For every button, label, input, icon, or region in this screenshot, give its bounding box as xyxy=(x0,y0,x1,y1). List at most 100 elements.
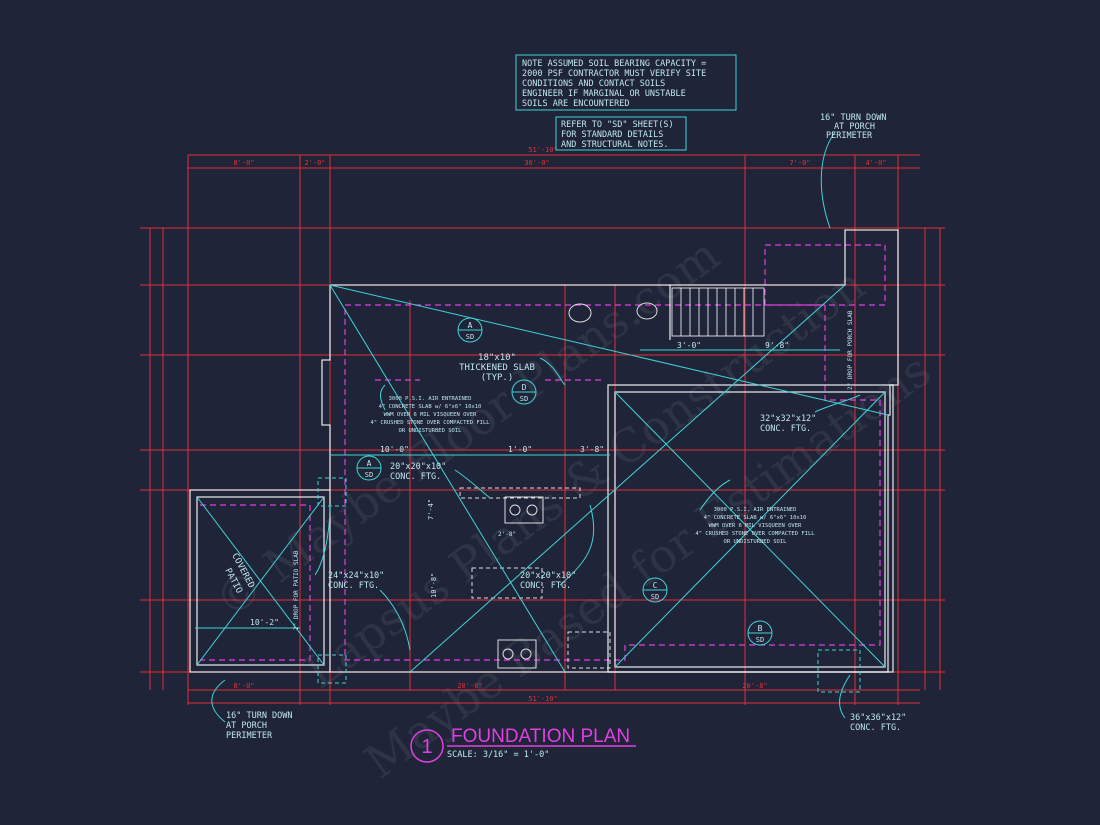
svg-text:AT PORCH: AT PORCH xyxy=(834,122,875,132)
drop-porch-label: 2" DROP FOR PORCH SLAB xyxy=(847,310,854,390)
section-marker-b: B SD xyxy=(747,620,773,646)
svg-text:PERIMETER: PERIMETER xyxy=(226,731,273,741)
svg-text:4" CONCRETE SLAB w/ 6"x6" 10x1: 4" CONCRETE SLAB w/ 6"x6" 10x10 xyxy=(379,404,482,410)
svg-text:SD: SD xyxy=(365,471,373,479)
dim-top-overall: 51'-10" xyxy=(528,146,558,154)
svg-text:2000 PSF CONTRACTOR MUST VERIF: 2000 PSF CONTRACTOR MUST VERIFY SITE xyxy=(522,69,706,79)
svg-text:ENGINEER IF MARGINAL OR UNSTAB: ENGINEER IF MARGINAL OR UNSTABLE xyxy=(522,89,686,99)
svg-text:2'-8": 2'-8" xyxy=(498,531,516,538)
walls xyxy=(189,229,899,673)
svg-text:FOR STANDARD DETAILS: FOR STANDARD DETAILS xyxy=(561,130,663,140)
section-marker-a1: A SD xyxy=(457,317,483,343)
svg-text:1'-0": 1'-0" xyxy=(508,445,532,454)
interior-dims: 10'-0" 1'-0" 3'-8" 3'-0" 9'-8" 10'-2" 7'… xyxy=(250,341,789,627)
svg-text:3'-0": 3'-0" xyxy=(677,341,701,350)
svg-text:24"x24"x10": 24"x24"x10" xyxy=(328,571,384,581)
footing-pads xyxy=(317,477,861,693)
svg-text:3000 P.S.I. AIR ENTRAINED: 3000 P.S.I. AIR ENTRAINED xyxy=(714,507,797,513)
svg-text:CONC. FTG.: CONC. FTG. xyxy=(390,472,441,482)
dim-top-5: 4'-0" xyxy=(865,159,886,167)
svg-text:SOILS ARE ENCOUNTERED: SOILS ARE ENCOUNTERED xyxy=(522,99,629,109)
svg-text:32"x32"x12": 32"x32"x12" xyxy=(760,414,816,424)
dim-top-2: 2'-0" xyxy=(304,159,325,167)
stair xyxy=(671,287,765,337)
callout-thickened-slab: 18"x10" THICKENED SLAB (TYP.) xyxy=(459,353,535,383)
callout-ftg-32: 32"x32"x12" CONC. FTG. xyxy=(760,414,816,434)
dim-bottom-2: 20'-8" xyxy=(457,682,482,690)
svg-text:4" CRUSHED STONE OVER COMPACTE: 4" CRUSHED STONE OVER COMPACTED FILL xyxy=(370,420,490,426)
scale-label: SCALE: 3/16" = 1'-0" xyxy=(447,750,549,760)
svg-text:36"x36"x12": 36"x36"x12" xyxy=(850,713,906,723)
svg-text:AND STRUCTURAL NOTES.: AND STRUCTURAL NOTES. xyxy=(561,140,668,150)
svg-text:CONC. FTG.: CONC. FTG. xyxy=(328,581,379,591)
title-number: 1 xyxy=(421,736,432,758)
soil-note: NOTE ASSUMED SOIL BEARING CAPACITY = 200… xyxy=(515,54,737,111)
dim-top-3: 36'-0" xyxy=(524,159,549,167)
svg-text:WWM OVER 6 MIL VISQUEEN OVER: WWM OVER 6 MIL VISQUEEN OVER xyxy=(384,412,477,418)
callout-ftg-36: 36"x36"x12" CONC. FTG. xyxy=(850,713,906,733)
svg-text:CONC. FTG.: CONC. FTG. xyxy=(850,723,901,733)
svg-text:4" CONCRETE SLAB w/ 6"x6" 10x1: 4" CONCRETE SLAB w/ 6"x6" 10x10 xyxy=(704,515,807,521)
sink-icon xyxy=(636,302,658,320)
svg-text:THICKENED SLAB: THICKENED SLAB xyxy=(459,363,535,373)
svg-text:D: D xyxy=(522,383,527,392)
svg-text:7'-4": 7'-4" xyxy=(427,499,435,520)
svg-text:10'-8": 10'-8" xyxy=(430,573,438,598)
callout-turn-down-top: 16" TURN DOWN AT PORCH PERIMETER xyxy=(820,113,887,141)
callout-turn-down-bottom: 16" TURN DOWN AT PORCH PERIMETER xyxy=(226,711,293,741)
callout-slab-right: 3000 P.S.I. AIR ENTRAINED 4" CONCRETE SL… xyxy=(695,507,815,545)
svg-text:9'-8": 9'-8" xyxy=(765,341,789,350)
svg-text:REFER TO "SD" SHEET(S): REFER TO "SD" SHEET(S) xyxy=(561,120,674,130)
section-marker-a2: A SD xyxy=(356,455,382,481)
svg-text:CONC. FTG.: CONC. FTG. xyxy=(760,424,811,434)
dimension-labels: 8'-0" 2'-0" 36'-0" 7'-0" 4'-0" 51'-10" 8… xyxy=(233,146,886,703)
svg-text:18"x10": 18"x10" xyxy=(478,353,516,363)
svg-text:A: A xyxy=(367,459,372,468)
svg-text:SD: SD xyxy=(520,395,528,403)
section-marker-d: D SD xyxy=(511,379,537,405)
toilet-icon xyxy=(568,303,592,323)
leader-lines xyxy=(211,131,861,723)
svg-text:NOTE ASSUMED SOIL BEARING CAPA: NOTE ASSUMED SOIL BEARING CAPACITY = xyxy=(522,59,706,69)
svg-text:3'-8": 3'-8" xyxy=(580,445,604,454)
title-block: 1 FOUNDATION PLAN SCALE: 3/16" = 1'-0" xyxy=(410,726,636,763)
callout-slab-left: 3000 P.S.I. AIR ENTRAINED 4" CONCRETE SL… xyxy=(370,396,490,434)
footing-lines xyxy=(200,244,886,661)
fixtures xyxy=(459,302,658,669)
svg-text:20"x20"x10": 20"x20"x10" xyxy=(520,571,576,581)
svg-text:10'-2": 10'-2" xyxy=(250,618,279,627)
dim-bottom-overall: 51'-10" xyxy=(528,695,558,703)
svg-text:OR UNDISTURBED SOIL: OR UNDISTURBED SOIL xyxy=(399,428,463,434)
dim-top-1: 8'-0" xyxy=(233,159,254,167)
sink-icon xyxy=(504,496,544,524)
svg-text:3000 P.S.I. AIR ENTRAINED: 3000 P.S.I. AIR ENTRAINED xyxy=(389,396,472,402)
svg-text:PERIMETER: PERIMETER xyxy=(826,131,873,141)
sink-icon xyxy=(497,639,537,669)
svg-text:SD: SD xyxy=(651,593,659,601)
callout-ftg-24: 24"x24"x10" CONC. FTG. xyxy=(328,571,384,591)
callout-ftg-20-top: 20"x20"x10" CONC. FTG. xyxy=(390,462,446,482)
slab-diagonals xyxy=(195,284,889,673)
svg-text:WWM OVER 6 MIL VISQUEEN OVER: WWM OVER 6 MIL VISQUEEN OVER xyxy=(709,523,802,529)
svg-text:CONDITIONS AND CONTACT SOILS: CONDITIONS AND CONTACT SOILS xyxy=(522,79,665,89)
svg-text:A: A xyxy=(468,321,473,330)
svg-text:16" TURN DOWN: 16" TURN DOWN xyxy=(226,711,293,721)
svg-text:OR UNDISTURBED SOIL: OR UNDISTURBED SOIL xyxy=(724,539,788,545)
title-number-circle xyxy=(410,729,444,763)
dim-bottom-1: 8'-0" xyxy=(233,682,254,690)
svg-text:CONC. FTG.: CONC. FTG. xyxy=(520,581,571,591)
dim-top-4: 7'-0" xyxy=(789,159,810,167)
svg-text:SD: SD xyxy=(756,636,764,644)
svg-text:C: C xyxy=(653,581,658,590)
svg-text:AT PORCH: AT PORCH xyxy=(226,721,267,731)
svg-text:4" CRUSHED STONE OVER COMPACTE: 4" CRUSHED STONE OVER COMPACTED FILL xyxy=(695,531,815,537)
dim-bottom-3: 20'-8" xyxy=(742,682,767,690)
svg-text:(TYP.): (TYP.) xyxy=(481,373,514,383)
svg-text:B: B xyxy=(758,624,763,633)
svg-text:16" TURN DOWN: 16" TURN DOWN xyxy=(820,113,887,123)
svg-text:10'-0": 10'-0" xyxy=(380,445,409,454)
svg-text:20"x20"x10": 20"x20"x10" xyxy=(390,462,446,472)
section-marker-c: C SD xyxy=(642,577,668,603)
refer-note: REFER TO "SD" SHEET(S) FOR STANDARD DETA… xyxy=(555,116,687,151)
